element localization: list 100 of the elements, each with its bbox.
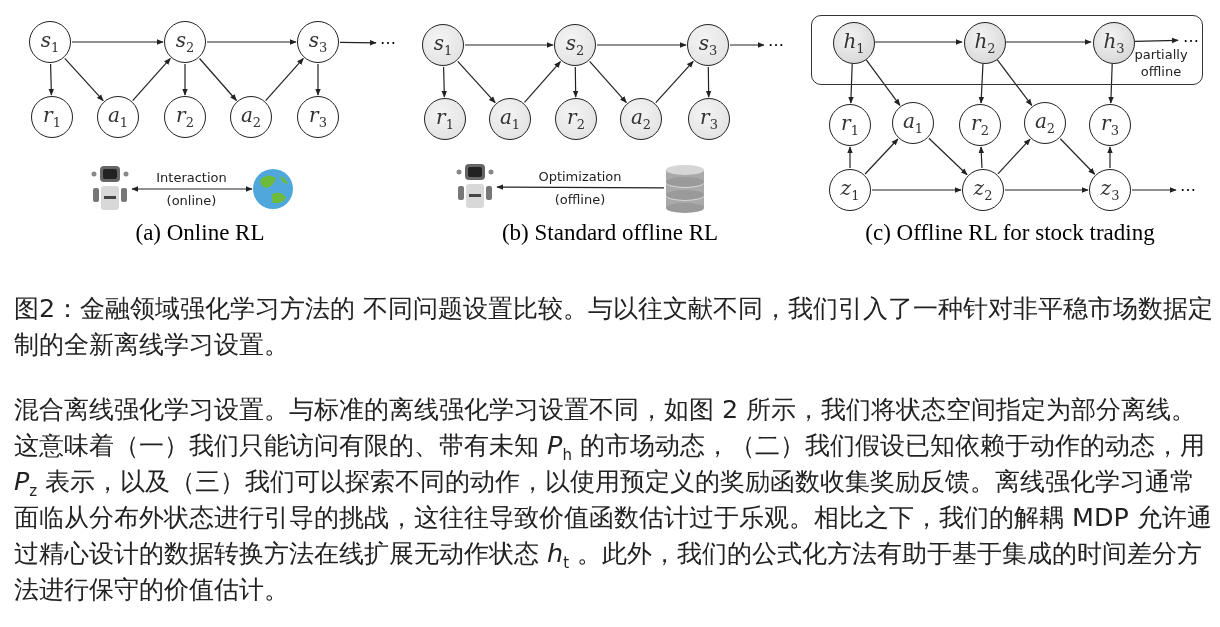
- node-circle: [29, 21, 71, 63]
- arrow: [206, 39, 297, 45]
- node-circle: [620, 98, 662, 140]
- variable-label: r$_{3}$: [1101, 113, 1119, 137]
- variable-label: r$_{3}$: [309, 105, 327, 129]
- node-circle: [1093, 22, 1135, 64]
- variable-label: a$_{1}$: [107, 105, 129, 129]
- arrow: [928, 137, 968, 176]
- node-circle: [489, 98, 531, 140]
- variable-label: r$_{1}$: [43, 105, 61, 129]
- variable-label: h$_{2}$: [974, 31, 996, 55]
- variable-label: a$_{1}$: [499, 107, 521, 131]
- node-circle: [892, 102, 934, 144]
- variable-label: r$_{1}$: [436, 107, 454, 131]
- arrow: [198, 57, 238, 102]
- group-box: [811, 15, 1203, 85]
- subfigure-caption: (b) Standard offline RL: [500, 220, 720, 246]
- arrow: [132, 57, 171, 102]
- variable-label: s$_{2}$: [175, 30, 195, 54]
- node-circle: [424, 98, 466, 140]
- arrow: [1131, 187, 1177, 193]
- ellipsis: ⋯: [1179, 180, 1197, 200]
- arrow: [589, 60, 627, 104]
- node-circle: [1089, 104, 1131, 146]
- arrow: [64, 57, 104, 102]
- node-circle: [297, 21, 339, 63]
- variable-label: a$_{1}$: [902, 111, 924, 135]
- variable-label: r$_{1}$: [841, 113, 859, 137]
- arrow: [1108, 63, 1114, 104]
- arrow: [996, 58, 1033, 107]
- variable-label: s$_{1}$: [433, 33, 453, 57]
- arrow: [864, 138, 899, 175]
- variable-label: h$_{1}$: [843, 31, 865, 55]
- node-circle: [964, 22, 1006, 64]
- variable-label: r$_{2}$: [176, 105, 194, 129]
- variable-label: a$_{2}$: [1034, 111, 1056, 135]
- database-icon: [664, 162, 706, 214]
- node-circle: [230, 96, 272, 138]
- variable-label: h$_{3}$: [1103, 31, 1125, 55]
- subfigure-caption: (c) Offline RL for stock trading: [864, 220, 1156, 246]
- arrow: [874, 39, 963, 45]
- arrow: [182, 63, 188, 96]
- ellipsis: ⋯: [379, 33, 397, 53]
- arrow: [315, 63, 321, 96]
- edge-label: Optimization (offline): [537, 167, 623, 209]
- arrow: [339, 39, 377, 46]
- node-circle: [1089, 169, 1131, 211]
- variable-label: a$_{2}$: [630, 107, 652, 131]
- node-circle: [829, 104, 871, 146]
- arrow: [596, 42, 687, 48]
- variable-label: s$_{1}$: [40, 30, 60, 54]
- edge-label: Interaction (online): [155, 169, 228, 210]
- arrow: [131, 186, 253, 192]
- arrow: [572, 66, 579, 98]
- arrow: [496, 184, 665, 190]
- node-circle: [297, 96, 339, 138]
- arrow: [1005, 39, 1092, 45]
- node-circle: [959, 104, 1001, 146]
- node-circle: [962, 169, 1004, 211]
- node-circle: [833, 22, 875, 64]
- variable-label: z$_{3}$: [1100, 178, 1120, 202]
- arrow: [523, 60, 562, 104]
- arrow: [464, 42, 554, 48]
- arrow: [655, 60, 694, 104]
- arrow: [441, 66, 448, 98]
- variable-label: r$_{2}$: [567, 107, 585, 131]
- variable-label: r$_{3}$: [700, 107, 718, 131]
- figure-caption: 图2：金融领域强化学习方法的 不同问题设置比较。与以往文献不同，我们引入了一种针对非平稳市场数据定制的全新离线学习设置。: [14, 292, 1215, 361]
- variable-label: s$_{2}$: [565, 33, 585, 57]
- arrow: [848, 63, 854, 104]
- arrow: [71, 39, 164, 45]
- node-circle: [422, 24, 464, 66]
- arrow: [1059, 138, 1096, 175]
- arrow: [729, 42, 765, 48]
- arrow: [871, 187, 962, 193]
- body-paragraph: 混合离线强化学习设置。与标准的离线强化学习设置不同，如图 2 所示，我们将状态空间指定为部分离线。这意味着（一）我们只能访问有限的、带有未知 P$_{h}$ 的市场动态，（二）我们假设已知依赖于动作的动态，用 P$_{z}$ 表示，以及（三）我们可以探索不同的动作，以使用预定义的奖励函数收集奖励反馈。离线强化学习通常面临从分布外状态进行引导的挑战，这往往导致价值函数估计过于乐观。相比之下，我们的解耦 MDP 允许通过精心设计的数据转换方法在线扩展无动作状态 h$_{t}$ 。此外，我们的公式化方法有助于基于集成的时间差分方法进行保守的价值估计。: [14, 393, 1213, 606]
- arrow: [997, 138, 1031, 175]
- arrow: [978, 146, 985, 169]
- variable-label: z$_{1}$: [840, 178, 860, 202]
- node-circle: [164, 96, 206, 138]
- variable-label: s$_{3}$: [698, 33, 718, 57]
- variable-label: s$_{3}$: [308, 30, 328, 54]
- node-circle: [688, 98, 730, 140]
- subfigure-caption: (a) Online RL: [134, 220, 266, 246]
- node-circle: [31, 96, 73, 138]
- arrow: [457, 60, 496, 104]
- arrow: [865, 59, 901, 106]
- node-circle: [687, 24, 729, 66]
- node-circle: [829, 169, 871, 211]
- arrow: [1107, 146, 1113, 169]
- node-circle: [164, 21, 206, 63]
- arrow: [978, 63, 985, 104]
- arrow: [48, 63, 55, 96]
- variable-label: z$_{2}$: [973, 178, 993, 202]
- variable-label: r$_{2}$: [971, 113, 989, 137]
- ellipsis: ⋯: [767, 35, 785, 55]
- node-circle: [555, 98, 597, 140]
- node-circle: [554, 24, 596, 66]
- node-circle: [97, 96, 139, 138]
- arrow: [847, 146, 853, 169]
